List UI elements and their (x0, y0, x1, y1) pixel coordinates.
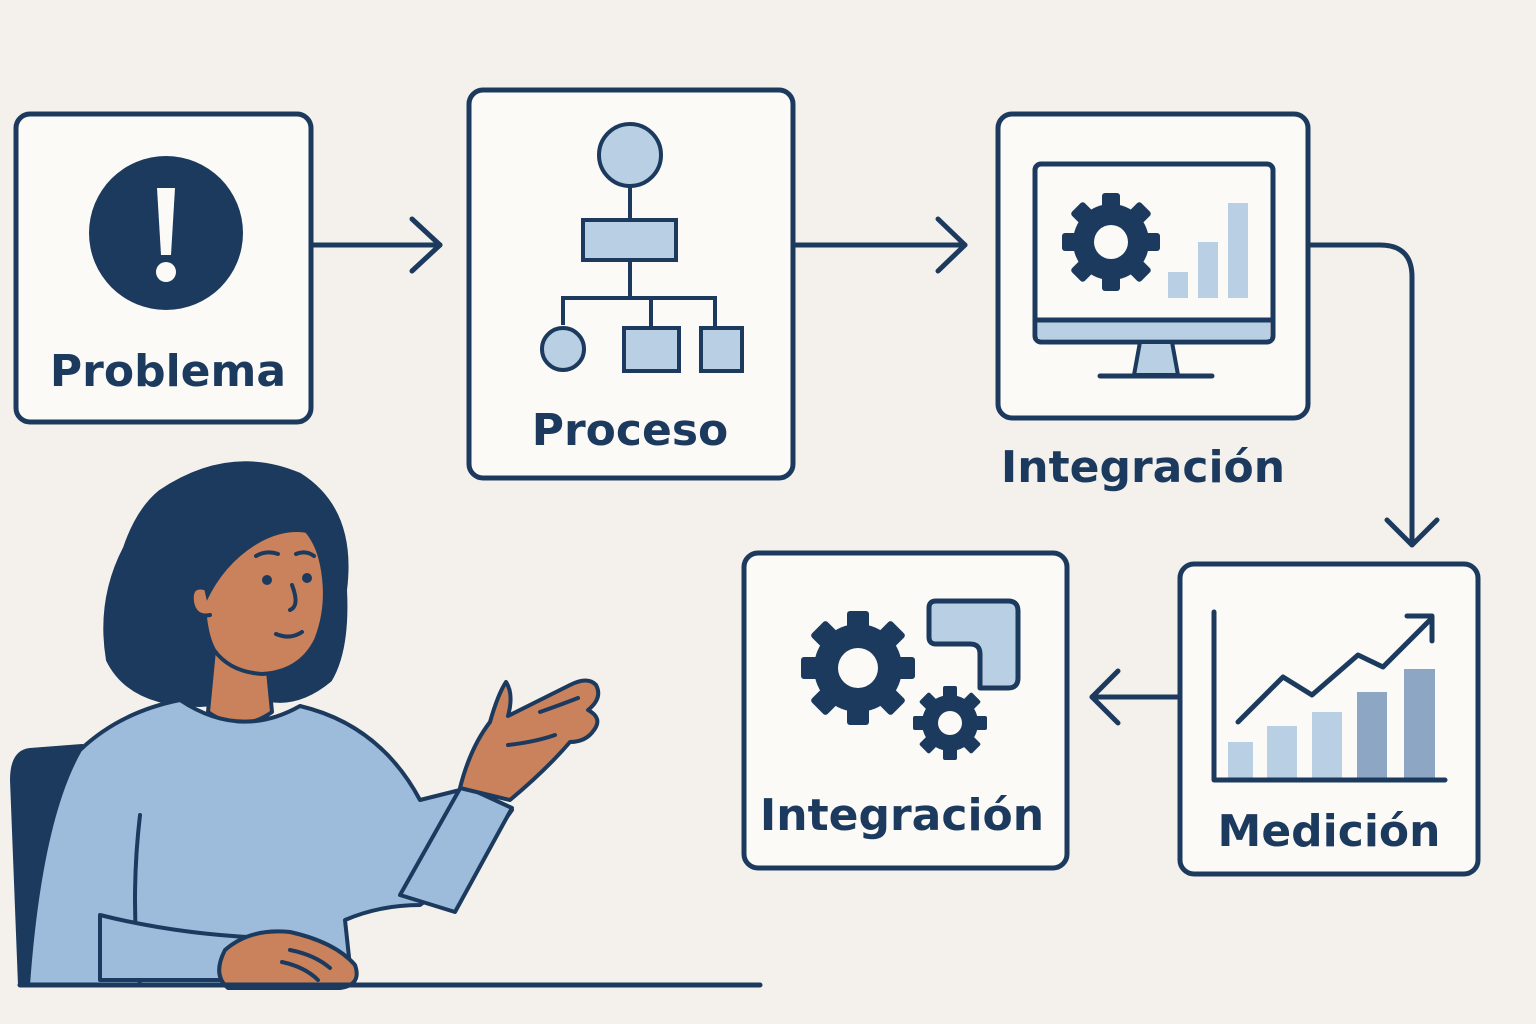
flowchart-icon (540, 122, 744, 373)
arrow-problema-to-proceso (310, 216, 443, 274)
puzzle-piece-icon (926, 598, 1021, 691)
trend-arrow-icon (1235, 613, 1435, 725)
large-gear-icon (801, 611, 915, 725)
bar-chart-icon (1168, 203, 1248, 298)
arrow-proceso-to-integracion (793, 216, 968, 274)
growth-chart-icon (1211, 609, 1448, 783)
arrow-medicion-to-integracion (1089, 668, 1180, 726)
chart-axes (1211, 609, 1448, 783)
alert-icon (89, 156, 243, 310)
step-card-proceso: Proceso (466, 87, 796, 481)
lower-hand (217, 929, 359, 990)
step-card-integracion-gears: Integración (741, 550, 1070, 871)
gear-icon (1062, 193, 1160, 291)
step-card-problema: Problema (13, 111, 314, 425)
step-label-proceso: Proceso (532, 405, 729, 456)
presenter-woman-icon (10, 461, 763, 990)
sweater (26, 698, 514, 987)
step-label-problema: Problema (50, 346, 286, 397)
flow-connectors (310, 216, 1440, 726)
small-gear-icon (913, 686, 987, 760)
growth-bars (1228, 669, 1435, 779)
step-card-medicion: Medición (1177, 561, 1481, 877)
step-label-integracion-gears: Integración (760, 790, 1044, 841)
gears-puzzle-icon (801, 598, 1021, 760)
step-label-integracion-monitor: Integración (1001, 442, 1285, 493)
monitor-gear-chart-icon (1032, 161, 1276, 379)
step-card-integracion-monitor: Integración (995, 111, 1311, 493)
step-label-medicion: Medición (1218, 806, 1441, 857)
arrow-integracion-to-medicion (1307, 242, 1440, 548)
